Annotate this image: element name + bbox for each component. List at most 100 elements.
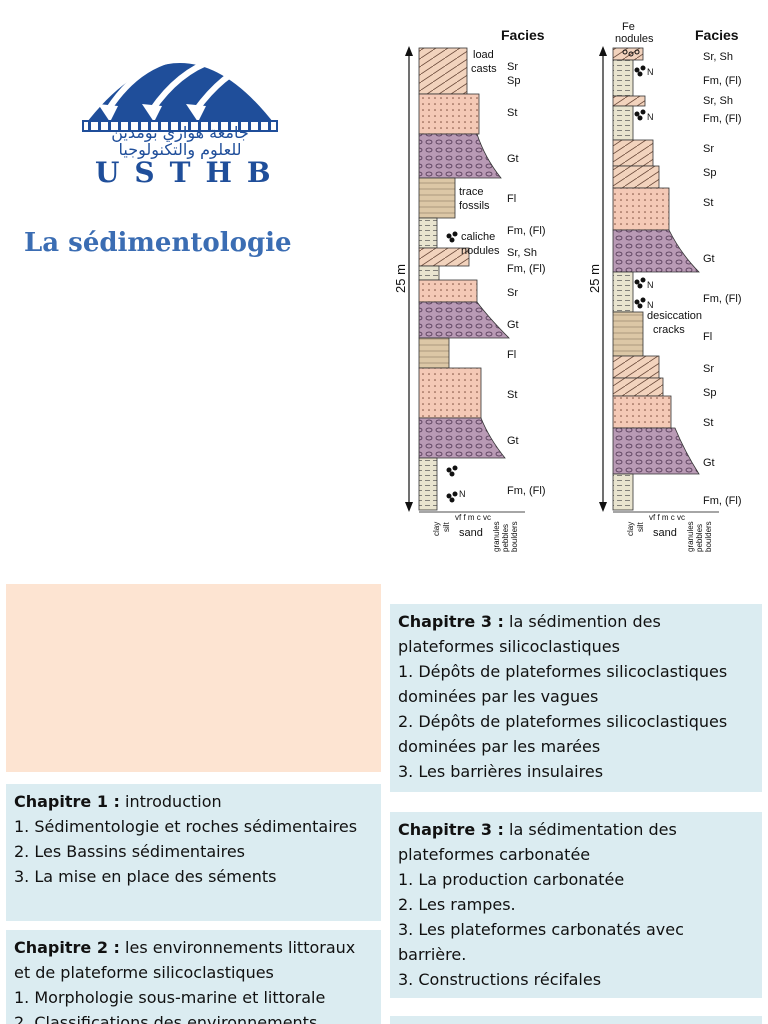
right-facies-label: Sr, Sh	[703, 95, 733, 107]
stratigraphic-log-figure: Facies Facies Fe nodules 25 m 25 m Sr Sp…	[393, 21, 741, 552]
sand-label: sand	[459, 527, 483, 539]
right-facies-label: Fm, (Fl)	[703, 495, 741, 507]
chapter-card-2: Chapitre 2 : les environnements littorau…	[6, 930, 381, 1024]
trace-fossils-label-1: trace	[459, 186, 483, 198]
load-casts-label-1: load	[473, 49, 494, 61]
grain-size-label: boulders	[704, 521, 713, 552]
chapter-subtitle: les environnements littoraux et de plate…	[14, 938, 356, 982]
left-facies-label: Gt	[507, 319, 519, 331]
chapter-heading: Chapitre 1 :	[14, 792, 120, 811]
right-facies-label: Fl	[703, 331, 712, 343]
decorative-panel	[6, 584, 381, 772]
left-log-column	[405, 46, 510, 512]
grain-size-label: vf f m c vc	[455, 513, 491, 522]
chapter-heading: Chapitre 2 :	[14, 938, 120, 957]
grain-size-label: clay	[432, 522, 441, 536]
chapter-item: 2. Les rampes.	[398, 895, 516, 914]
chapter-title: Chapitre 3 : la sédimentation des platef…	[398, 820, 677, 864]
chapter-item: 2. Dépôts de plateformes silicoclastique…	[398, 712, 728, 756]
grain-size-label: vf f m c vc	[649, 513, 685, 522]
chapter-heading: Chapitre 3 :	[398, 820, 504, 839]
left-facies-label: Sr	[507, 61, 518, 73]
desiccation-label-1: desiccation	[647, 310, 702, 322]
right-facies-label: St	[703, 197, 713, 209]
right-facies-label: Sp	[703, 387, 716, 399]
scale-label-right: 25 m	[587, 264, 602, 293]
right-facies-label: Sr, Sh	[703, 51, 733, 63]
left-facies-label: Sr, Sh	[507, 247, 537, 259]
chapter-heading: Chapitre 3 :	[398, 612, 504, 631]
grain-size-label: pebbles	[695, 524, 704, 552]
right-facies-label: Gt	[703, 253, 715, 265]
usthb-logo	[82, 57, 278, 132]
chapter-item: 3. La mise en place des séments	[14, 867, 277, 886]
left-facies-label: Fm, (Fl)	[507, 225, 545, 237]
nodule-mark: N	[647, 67, 654, 77]
left-facies-label: Gt	[507, 153, 519, 165]
chapter-item: 3. Constructions récifales	[398, 970, 602, 989]
right-facies-label: Fm, (Fl)	[703, 113, 741, 125]
grain-size-label: granules	[492, 521, 501, 552]
chapter-card-3: Chapitre 3 : la sédimention des platefor…	[390, 604, 762, 792]
right-log-column	[599, 46, 700, 512]
grain-size-label: granules	[686, 521, 695, 552]
left-facies-label: Fl	[507, 193, 516, 205]
right-facies-label: Fm, (Fl)	[703, 75, 741, 87]
left-facies-label: St	[507, 389, 517, 401]
grain-size-label: pebbles	[501, 524, 510, 552]
chapter-subtitle: introduction	[119, 792, 222, 811]
grain-size-label: silt	[442, 521, 451, 532]
logo-abbreviation: USTHB	[95, 156, 286, 189]
grain-size-label: silt	[636, 521, 645, 532]
right-facies-label: Fm, (Fl)	[703, 293, 741, 305]
left-facies-label: Sr	[507, 287, 518, 299]
chapter-subtitle: la sédimentation des plateformes carbona…	[398, 820, 677, 864]
nodule-mark: N	[647, 280, 654, 290]
logo-arabic-line-2: للعلوم والتكنولوجيا	[118, 140, 242, 159]
left-facies-label: Fm, (Fl)	[507, 263, 545, 275]
nodule-mark: N	[647, 300, 654, 310]
logo-arabic-text: جامعة هواري بومدين للعلوم والتكنولوجيا	[80, 124, 280, 158]
nodule-mark: N	[647, 112, 654, 122]
left-facies-label: Fl	[507, 349, 516, 361]
caliche-label-2: nodules	[461, 245, 500, 257]
grain-size-axis-right: clay silt vf f m c vc sand granules pebb…	[613, 511, 719, 552]
trace-fossils-label-2: fossils	[459, 200, 490, 212]
load-casts-label-2: casts	[471, 63, 497, 75]
left-facies-label: St	[507, 107, 517, 119]
left-facies-label: Sp	[507, 75, 520, 87]
figure-annotations: load casts trace fossils caliche nodules…	[459, 49, 702, 499]
left-facies-label: Fm, (Fl)	[507, 485, 545, 497]
logo-arabic-line-1: جامعة هواري بومدين	[111, 123, 249, 142]
chapter-card-1: Chapitre 1 : introduction 1. Sédimentolo…	[6, 784, 381, 921]
chapter-item: 2. Classifications des environnements	[14, 1013, 318, 1024]
chapter-title: Chapitre 1 : introduction	[14, 792, 222, 811]
chapter-item: 3. Les plateformes carbonatés avec barri…	[398, 920, 684, 964]
chapter-item: 1. Sédimentologie et roches sédimentaire…	[14, 817, 358, 836]
sand-label: sand	[653, 527, 677, 539]
fe-nodules-label-1: Fe	[622, 21, 635, 33]
right-facies-label: Sr	[703, 143, 714, 155]
chapter-item: 2. Les Bassins sédimentaires	[14, 842, 245, 861]
grain-size-label: clay	[626, 522, 635, 536]
right-facies-label: St	[703, 417, 713, 429]
nodule-mark: N	[459, 489, 466, 499]
left-facies-labels: Sr Sp St Gt Fl Fm, (Fl) Sr, Sh Fm, (Fl) …	[507, 61, 545, 497]
right-facies-label: Gt	[703, 457, 715, 469]
caliche-label-1: caliche	[461, 231, 495, 243]
chapter-card-4: Chapitre 3 : la sédimentation des platef…	[390, 812, 762, 998]
right-facies-labels: Sr, Sh Fm, (Fl) Sr, Sh Fm, (Fl) Sr Sp St…	[703, 51, 741, 507]
facies-header-left: Facies	[501, 27, 545, 43]
right-facies-label: Sp	[703, 167, 716, 179]
chapter-subtitle: la sédimention des plateformes silicocla…	[398, 612, 661, 656]
facies-header-right: Facies	[695, 27, 739, 43]
chapter-item: 1. La production carbonatée	[398, 870, 625, 889]
grain-size-axis-left: clay silt vf f m c vc sand granules pebb…	[419, 511, 525, 552]
document-title: La sédimentologie	[24, 228, 292, 258]
chapter-title: Chapitre 2 : les environnements littorau…	[14, 938, 355, 982]
chapter-title: Chapitre 3 : la sédimention des platefor…	[398, 612, 661, 656]
grain-size-label: boulders	[510, 521, 519, 552]
chapter-item: 1. Morphologie sous-marine et littorale	[14, 988, 326, 1007]
chapter-item: 3. Les barrières insulaires	[398, 762, 604, 781]
desiccation-label-2: cracks	[653, 324, 685, 336]
